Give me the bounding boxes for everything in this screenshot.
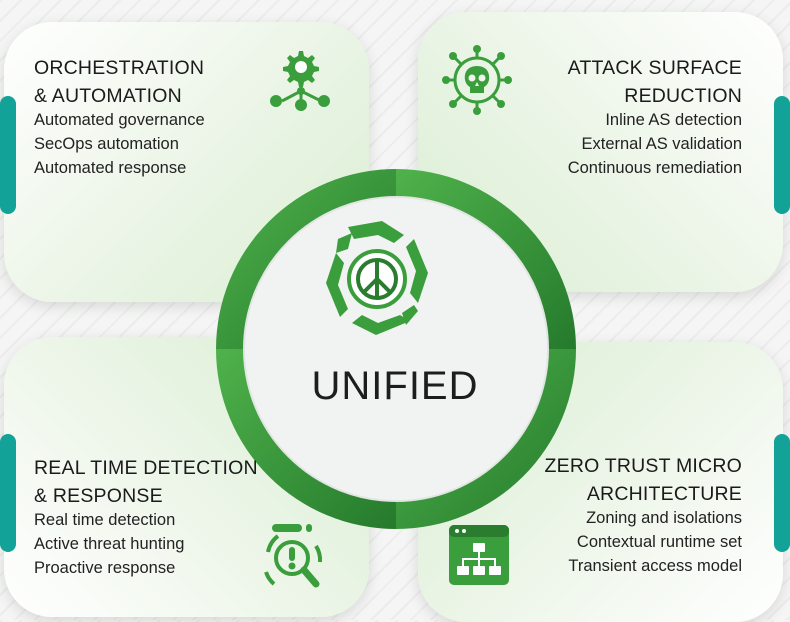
br-title-line1: ZERO TRUST MICRO [544, 455, 742, 477]
bl-item: Real time detection [34, 511, 176, 529]
tl-title-line1: ORCHESTRATION [34, 57, 205, 79]
tl-item: Automated governance [34, 111, 205, 129]
bl-item: Proactive response [34, 559, 176, 577]
br-item: Zoning and isolations [586, 509, 742, 527]
br-item: Transient access model [568, 557, 742, 575]
tl-item: Automated response [34, 159, 187, 177]
bl-title-line1: REAL TIME DETECTION [34, 457, 258, 479]
gear-network-icon [270, 51, 330, 111]
tr-item: External AS validation [581, 135, 742, 153]
center-ring [216, 169, 576, 529]
tl-title-line2: & AUTOMATION [34, 85, 182, 107]
br-item: Contextual runtime set [576, 533, 742, 551]
tr-title-line1: ATTACK SURFACE [567, 57, 742, 79]
center-hub [214, 167, 578, 531]
br-title-line2: ARCHITECTURE [586, 483, 742, 505]
tl-item: SecOps automation [34, 135, 179, 153]
teal-tab-right-top [774, 96, 790, 214]
tr-title-line2: REDUCTION [624, 85, 742, 107]
center-title: UNIFIED [311, 364, 479, 408]
alert-magnifier-icon [264, 524, 323, 588]
bl-title-line2: & RESPONSE [34, 485, 163, 507]
teal-tab-right-bottom [774, 434, 790, 552]
browser-sitemap-icon [449, 525, 509, 585]
tr-item: Inline AS detection [605, 111, 742, 129]
teal-tab-left-bottom [0, 434, 16, 552]
skull-virus-icon [442, 45, 512, 115]
tr-item: Continuous remediation [567, 159, 742, 177]
peace-hands-icon [326, 221, 428, 335]
bl-item: Active threat hunting [34, 535, 185, 553]
teal-tab-left-top [0, 96, 16, 214]
